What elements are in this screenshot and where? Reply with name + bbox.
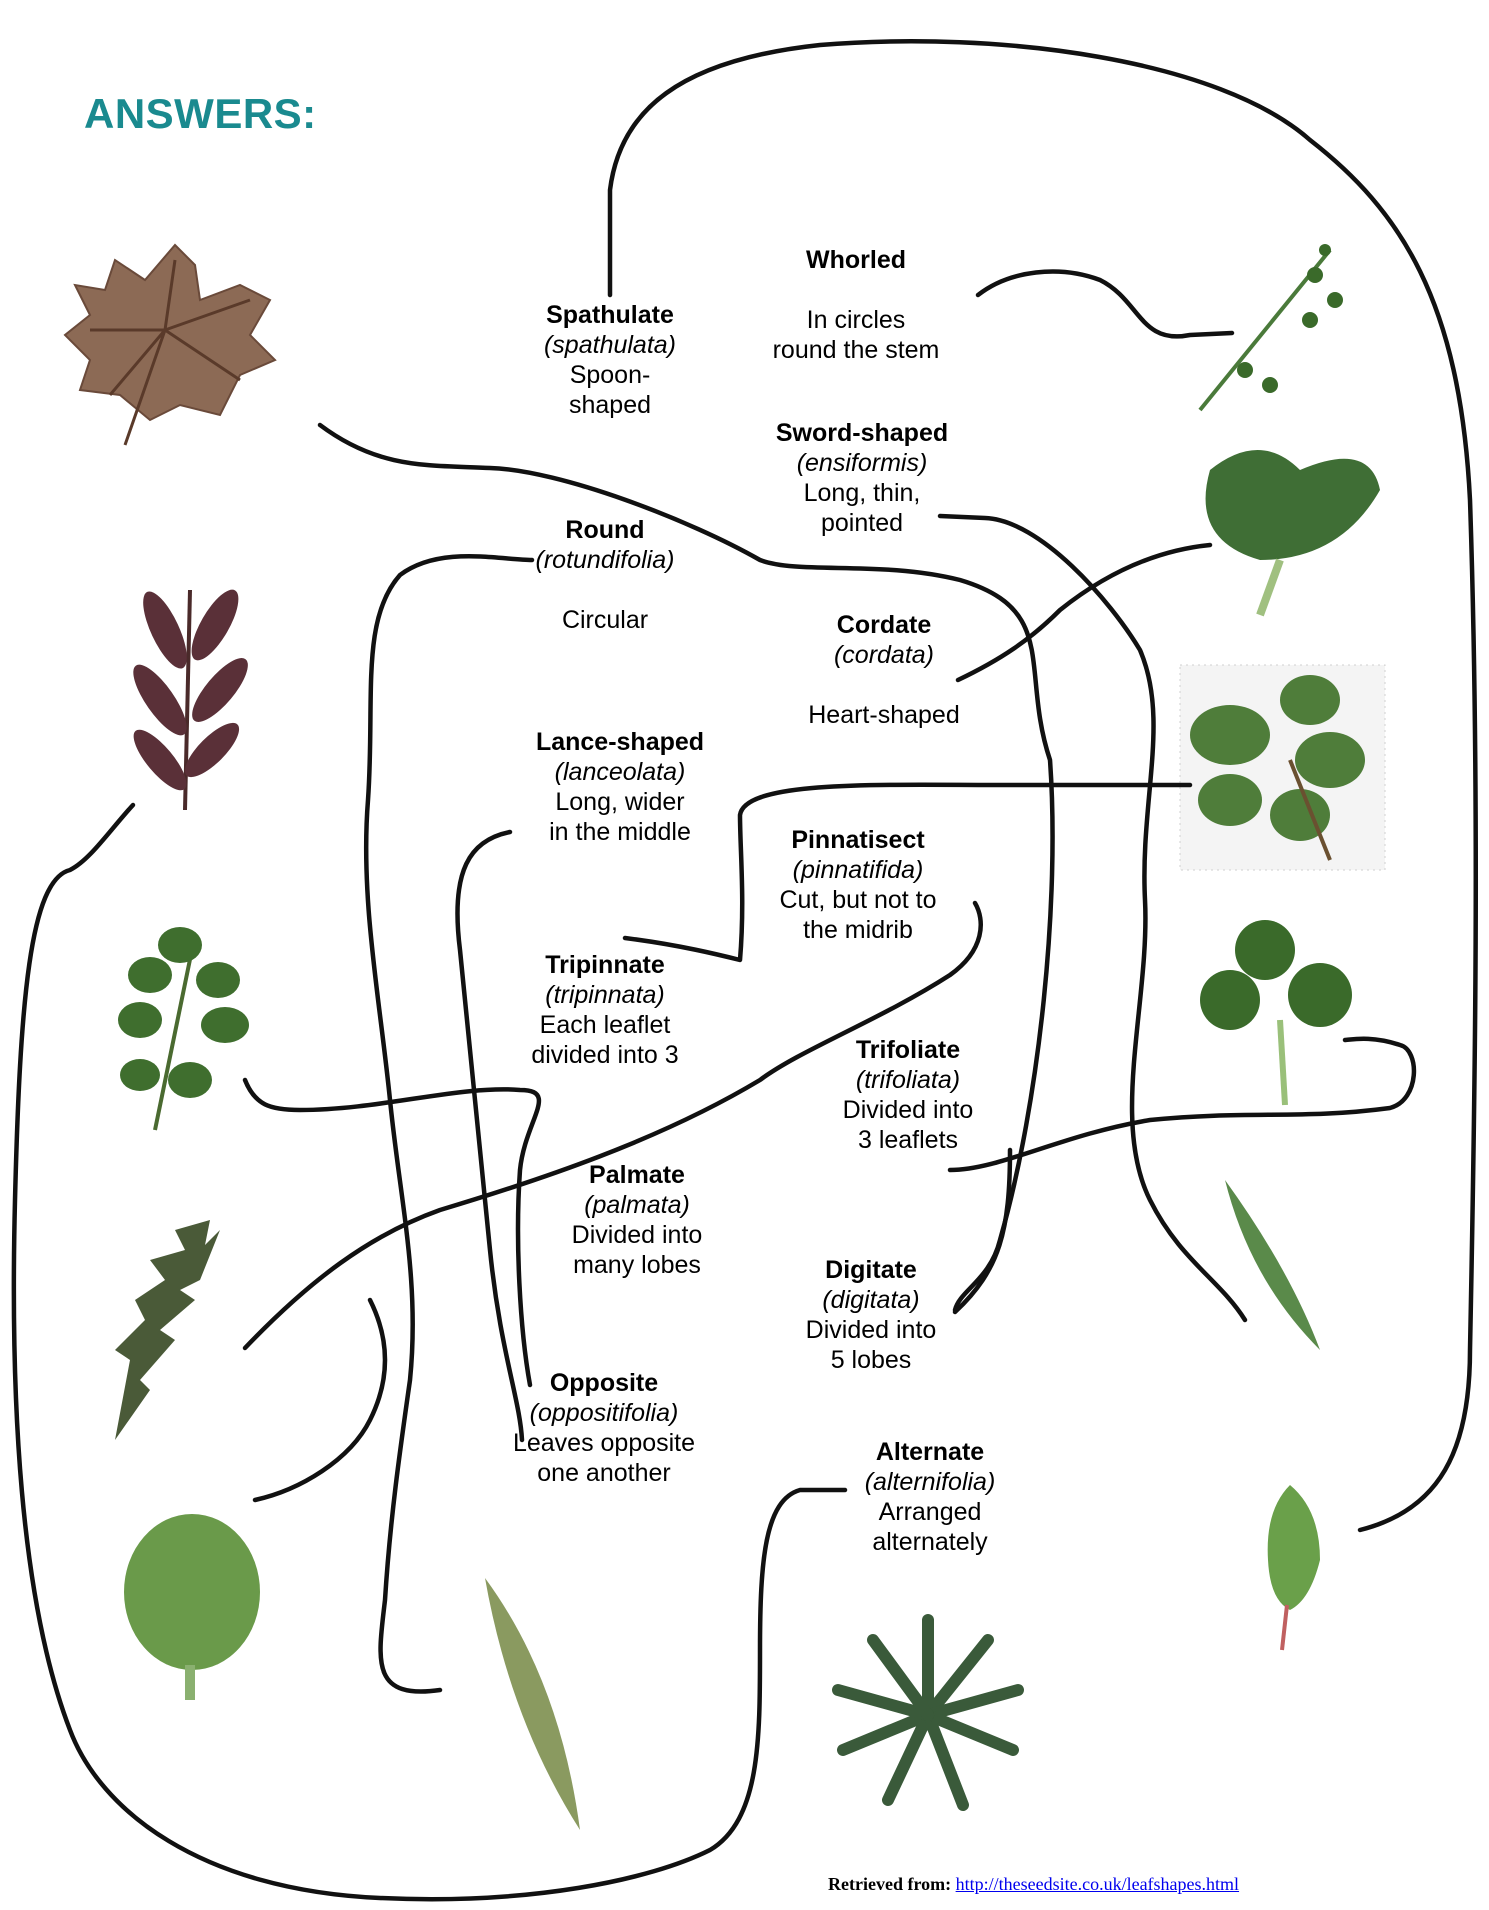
term-description: Spoon-shaped [495,360,725,420]
term-description: Heart-shaped [769,700,999,730]
term-description: Divided into3 leaflets [793,1095,1023,1155]
term-whorled: Whorled In circlesround the stem [741,245,971,365]
term-latin: (trifoliata) [793,1065,1023,1095]
desc-line: 5 lobes [831,1346,912,1374]
term-round: Round (rotundifolia) Circular [490,515,720,635]
term-latin: (pinnatifida) [743,855,973,885]
desc-line: Circular [562,606,648,634]
desc-line: Arranged [879,1498,982,1526]
desc-line: Each leaflet [540,1011,671,1039]
term-name: Alternate [815,1437,1045,1467]
term-latin: (digitata) [756,1285,986,1315]
desc-line: shaped [569,391,651,419]
term-latin: (alternifolia) [815,1467,1045,1497]
desc-line: many lobes [573,1251,701,1279]
desc-line: the midrib [803,916,913,944]
term-description: Arrangedalternately [815,1497,1045,1557]
term-digitate: Digitate (digitata) Divided into5 lobes [756,1255,986,1375]
connector-line [978,272,1232,337]
source-link[interactable]: http://theseedsite.co.uk/leafshapes.html [956,1874,1239,1894]
term-trifoliate: Trifoliate (trifoliata) Divided into3 le… [793,1035,1023,1155]
term-description: Divided into5 lobes [756,1315,986,1375]
term-name: Cordate [769,610,999,640]
term-latin: (rotundifolia) [490,545,720,575]
term-latin: (lanceolata) [505,757,735,787]
desc-line: In circles [807,306,906,334]
desc-line: Cut, but not to [779,886,936,914]
term-latin: (spathulata) [495,330,725,360]
term-opposite: Opposite (oppositifolia) Leaves opposite… [489,1368,719,1488]
term-name: Spathulate [495,300,725,330]
desc-line: Long, thin, [804,479,921,507]
term-description: Each leafletdivided into 3 [490,1010,720,1070]
term-name: Lance-shaped [505,727,735,757]
term-description: Long, widerin the middle [505,787,735,847]
connector-line [14,805,845,1899]
term-latin [741,275,971,305]
connector-line [457,832,522,1440]
term-name: Palmate [522,1160,752,1190]
term-description: Long, thin,pointed [747,478,977,538]
desc-line: alternately [872,1528,987,1556]
term-latin: (palmata) [522,1190,752,1220]
desc-line: in the middle [549,818,691,846]
desc-line: Divided into [806,1316,937,1344]
term-latin: (oppositifolia) [489,1398,719,1428]
term-name: Sword-shaped [747,418,977,448]
desc-line: divided into 3 [531,1041,678,1069]
term-name: Pinnatisect [743,825,973,855]
term-latin: (tripinnata) [490,980,720,1010]
term-description: Cut, but not tothe midrib [743,885,973,945]
term-description: In circlesround the stem [741,305,971,365]
desc-line: one another [537,1459,670,1487]
desc-line: Heart-shaped [808,701,959,729]
term-alternate: Alternate (alternifolia) Arrangedalterna… [815,1437,1045,1557]
term-name: Whorled [741,245,971,275]
term-latin: (cordata) [769,640,999,670]
term-description: Circular [490,605,720,635]
term-pinnatisect: Pinnatisect (pinnatifida) Cut, but not t… [743,825,973,945]
term-name: Round [490,515,720,545]
term-name: Digitate [756,1255,986,1285]
desc-line: Divided into [843,1096,974,1124]
source-credit: Retrieved from: http://theseedsite.co.uk… [828,1874,1239,1895]
term-tripinnate: Tripinnate (tripinnata) Each leafletdivi… [490,950,720,1070]
connector-line [255,1300,385,1500]
term-latin: (ensiformis) [747,448,977,478]
term-description: Leaves oppositeone another [489,1428,719,1488]
term-name: Opposite [489,1368,719,1398]
term-name: Trifoliate [793,1035,1023,1065]
term-sword-shaped: Sword-shaped (ensiformis) Long, thin,poi… [747,418,977,538]
term-description: Divided intomany lobes [522,1220,752,1280]
desc-line: Long, wider [555,788,684,816]
desc-line: pointed [821,509,903,537]
term-name: Tripinnate [490,950,720,980]
desc-line: round the stem [773,336,940,364]
desc-line: Spoon- [570,361,651,389]
desc-line: Leaves opposite [513,1429,695,1457]
desc-line: 3 leaflets [858,1126,958,1154]
desc-line: Divided into [572,1221,703,1249]
term-lance-shaped: Lance-shaped (lanceolata) Long, widerin … [505,727,735,847]
credit-label: Retrieved from: [828,1874,951,1894]
term-cordate: Cordate (cordata) Heart-shaped [769,610,999,730]
term-spathulate: Spathulate (spathulata) Spoon-shaped [495,300,725,420]
term-palmate: Palmate (palmata) Divided intomany lobes [522,1160,752,1280]
